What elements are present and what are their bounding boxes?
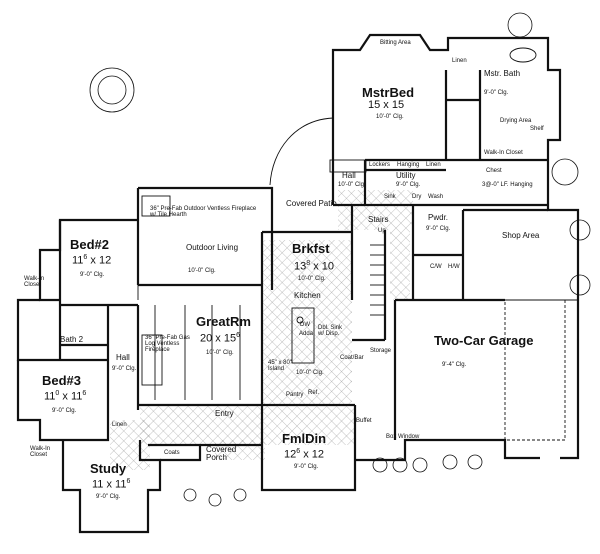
kitchen-label: Kitchen (294, 291, 321, 300)
pwdr-name: Pwdr. (428, 213, 449, 222)
ref-label: Ref. (308, 390, 320, 396)
brkfst-name: Brkfst (292, 241, 330, 256)
fmldin-clg: 9'-0" Clg. (294, 464, 319, 470)
study-dim: 11 x 116 (92, 478, 131, 491)
greatrm-dim: 20 x 156 (200, 332, 240, 345)
tree-icon (89, 12, 591, 507)
dbl-sink-label: Dbl. Sink w/ Disp. (318, 325, 343, 337)
mstr-bath-clg: 9'-0" Clg. (484, 90, 509, 96)
walls (16, 33, 580, 534)
bed3-dim: 110 x 116 (44, 390, 87, 403)
detail-lines (137, 47, 578, 441)
hall-top-name: Hall (342, 171, 356, 180)
hanging-label: Hanging (397, 162, 420, 168)
stairs-name: Stairs (368, 215, 389, 224)
linen-closet-label: Linen (426, 162, 441, 168)
walkin-closet-label: Walk-In Closet (484, 150, 523, 156)
pwdr-clg: 9'-0" Clg. (426, 226, 451, 232)
greatrm-clg: 10'-0" Clg. (206, 350, 234, 356)
drying-area-label: Drying Area (500, 118, 532, 124)
outdoor-fireplace-note: 36" Pre-Fab Outdoor Ventless Fireplace w… (150, 206, 257, 218)
dw-label: DW (300, 322, 310, 328)
bed3-clg: 9'-0" Clg. (52, 408, 77, 414)
shelf-label: Shelf (530, 126, 544, 132)
tile-floor-areas (110, 190, 413, 470)
bed2-name: Bed#2 (70, 237, 110, 252)
fireplace-note: 36" Pre-Fab Gas Log Ventless Fireplace (145, 335, 190, 353)
mstr-bed-clg: 10'-0" Clg. (376, 114, 404, 120)
hall-name: Hall (116, 353, 130, 362)
pantry-label: Pantry (286, 392, 304, 398)
coats-label: Coats (164, 450, 180, 456)
linen-bath-label: Linen (112, 422, 127, 428)
coats-bar-label: Coat/Bar (340, 355, 364, 361)
walkin-closet-3-label: Walk-In Closet (30, 446, 51, 458)
shop-area-label: Shop Area (502, 231, 540, 240)
bitting-area-label: Bitting Area (380, 40, 411, 46)
bath2-label: Bath 2 (60, 335, 84, 344)
mstr-bed-name: MstrBed (362, 85, 415, 100)
bed3-name: Bed#3 (42, 373, 82, 388)
bed2-clg: 9'-0" Clg. (80, 272, 105, 278)
covered-patio-label: Covered Patio (286, 199, 337, 208)
brkfst-dim: 138 x 10 (294, 260, 335, 273)
storage-label: Storage (370, 348, 392, 354)
mstr-bath-name: Mstr. Bath (484, 69, 521, 78)
hall-clg: 9'-0" Clg. (112, 366, 137, 372)
covered-porch-label: Covered Porch (206, 445, 237, 462)
hall-top-clg: 10'-0" Clg. (338, 182, 366, 188)
garage-clg: 9'-4" Clg. (442, 362, 467, 368)
wash-label: Wash (428, 194, 444, 200)
walkin-closet-2-label: Walk-In Closet (24, 276, 45, 288)
outdoor-living-name: Outdoor Living (186, 243, 239, 252)
brkfst-clg: 10'-0" Clg. (298, 276, 326, 282)
outdoor-living-clg: 10'-0" Clg. (188, 268, 216, 274)
utility-name: Utility (396, 171, 416, 180)
chest-label: Chest (486, 168, 502, 174)
fmldin-name: FmlDin (282, 431, 327, 446)
closet-note: 3@-0" LF. Hanging (482, 182, 533, 188)
study-clg: 9'-0" Clg. (96, 494, 121, 500)
stairs-up: Up (378, 228, 386, 234)
entry-label: Entry (215, 409, 234, 418)
cw-label: C/W (430, 264, 442, 270)
greatrm-name: GreatRm (196, 314, 251, 329)
study-name: Study (90, 461, 127, 476)
dry-label: Dry (412, 194, 422, 200)
bed2-dim: 116 x 12 (72, 254, 112, 267)
island-label: 45" x 80" Island (268, 360, 292, 372)
garage-name: Two-Car Garage (434, 333, 534, 348)
box-window-label: Box Window (386, 434, 420, 440)
buffet-label: Buffet (356, 418, 372, 424)
adda-label: Adda (299, 331, 314, 337)
utility-clg: 9'-0" Clg. (396, 182, 421, 188)
linen-label: Linen (452, 58, 467, 64)
fmldin-dim: 126 x 12 (284, 448, 325, 461)
lockers-label: Lockers (369, 162, 391, 168)
sink-label: Sink (384, 194, 396, 200)
hw-label: H/W (448, 264, 460, 270)
mstr-bed-dim: 15 x 15 (368, 99, 405, 111)
counter-clg: 10'-0" Clg. (296, 370, 324, 376)
